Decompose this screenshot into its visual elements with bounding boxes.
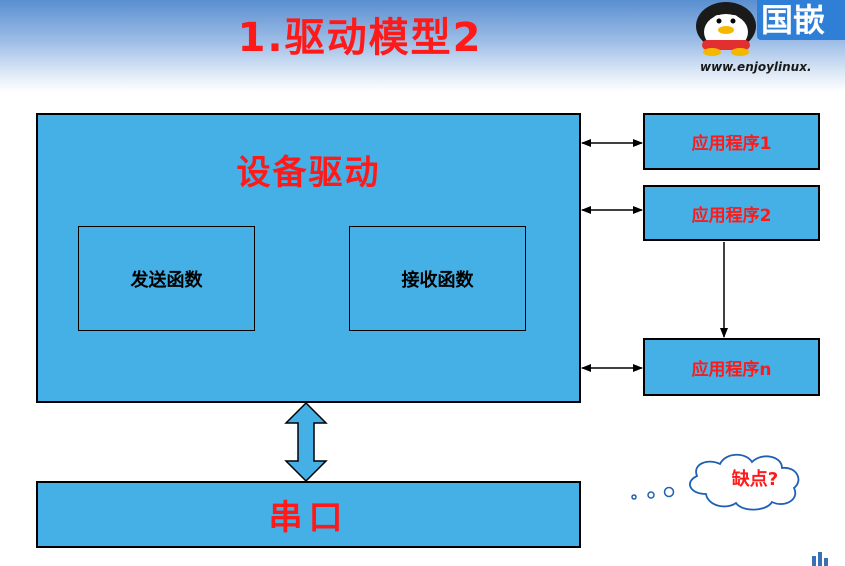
serial-port-box: 串口 <box>36 481 581 548</box>
app1-label: 应用程序1 <box>691 134 772 154</box>
app2-label: 应用程序2 <box>691 205 772 226</box>
app2-box: 应用程序2 <box>643 185 820 241</box>
app1-box: 应用程序1 <box>643 113 820 170</box>
device-driver-box: 设备驱动 发送函数 接收函数 <box>36 113 581 403</box>
receive-function-box: 接收函数 <box>349 226 526 331</box>
device-driver-label: 设备驱动 <box>236 153 381 193</box>
serial-port-label: 串口 <box>268 498 349 538</box>
appn-label: 应用程序n <box>691 359 772 380</box>
appn-box: 应用程序n <box>643 338 820 396</box>
penguin-logo-icon <box>696 2 756 56</box>
site-url: www.enjoylinux. <box>700 60 812 74</box>
double-arrow-driver-serial <box>284 401 328 483</box>
receive-function-label: 接收函数 <box>401 269 474 291</box>
send-function-label: 发送函数 <box>130 269 203 291</box>
logo-text: 国嵌 <box>757 0 845 40</box>
send-function-box: 发送函数 <box>78 226 255 331</box>
callout-disadvantage: 缺点? <box>731 469 779 490</box>
corner-logo-icon <box>812 552 828 566</box>
slide-title: 1.驱动模型2 <box>237 15 483 61</box>
